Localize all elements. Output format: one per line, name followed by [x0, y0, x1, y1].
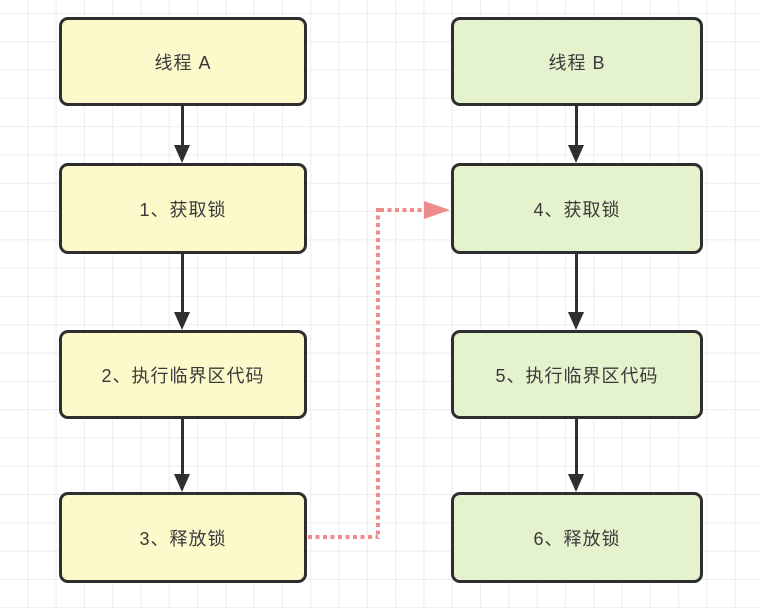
node-acquire-lock-4-label: 4、获取锁	[533, 199, 621, 220]
arrow-down-icon	[568, 474, 584, 492]
arrow-shaft	[575, 254, 578, 313]
node-thread-b-label: 线程 B	[548, 52, 606, 73]
node-release-lock-3[interactable]: 3、释放锁	[59, 492, 307, 583]
node-critical-section-2[interactable]: 2、执行临界区代码	[59, 330, 307, 419]
arrow-shaft	[181, 106, 184, 147]
node-acquire-lock-1[interactable]: 1、获取锁	[59, 163, 307, 254]
node-thread-a-label: 线程 A	[154, 52, 212, 73]
dotted-segment-vertical	[376, 208, 380, 539]
node-critical-section-5[interactable]: 5、执行临界区代码	[451, 330, 703, 419]
node-release-lock-6[interactable]: 6、释放锁	[451, 492, 703, 583]
node-release-lock-3-label: 3、释放锁	[139, 528, 227, 549]
dotted-segment-top	[380, 208, 424, 212]
arrow-shaft	[575, 419, 578, 475]
node-critical-section-5-label: 5、执行临界区代码	[495, 365, 659, 386]
node-thread-b[interactable]: 线程 B	[451, 17, 703, 106]
node-critical-section-2-label: 2、执行临界区代码	[101, 365, 265, 386]
arrow-right-icon	[424, 201, 450, 219]
arrow-shaft	[181, 254, 184, 313]
arrow-shaft	[181, 419, 184, 475]
node-acquire-lock-4[interactable]: 4、获取锁	[451, 163, 703, 254]
node-release-lock-6-label: 6、释放锁	[533, 528, 621, 549]
arrow-down-icon	[174, 145, 190, 163]
arrow-down-icon	[174, 312, 190, 330]
node-acquire-lock-1-label: 1、获取锁	[139, 199, 227, 220]
dotted-segment-bottom	[308, 535, 378, 539]
arrow-down-icon	[174, 474, 190, 492]
arrow-shaft	[575, 106, 578, 147]
arrow-down-icon	[568, 145, 584, 163]
node-thread-a[interactable]: 线程 A	[59, 17, 307, 106]
arrow-down-icon	[568, 312, 584, 330]
